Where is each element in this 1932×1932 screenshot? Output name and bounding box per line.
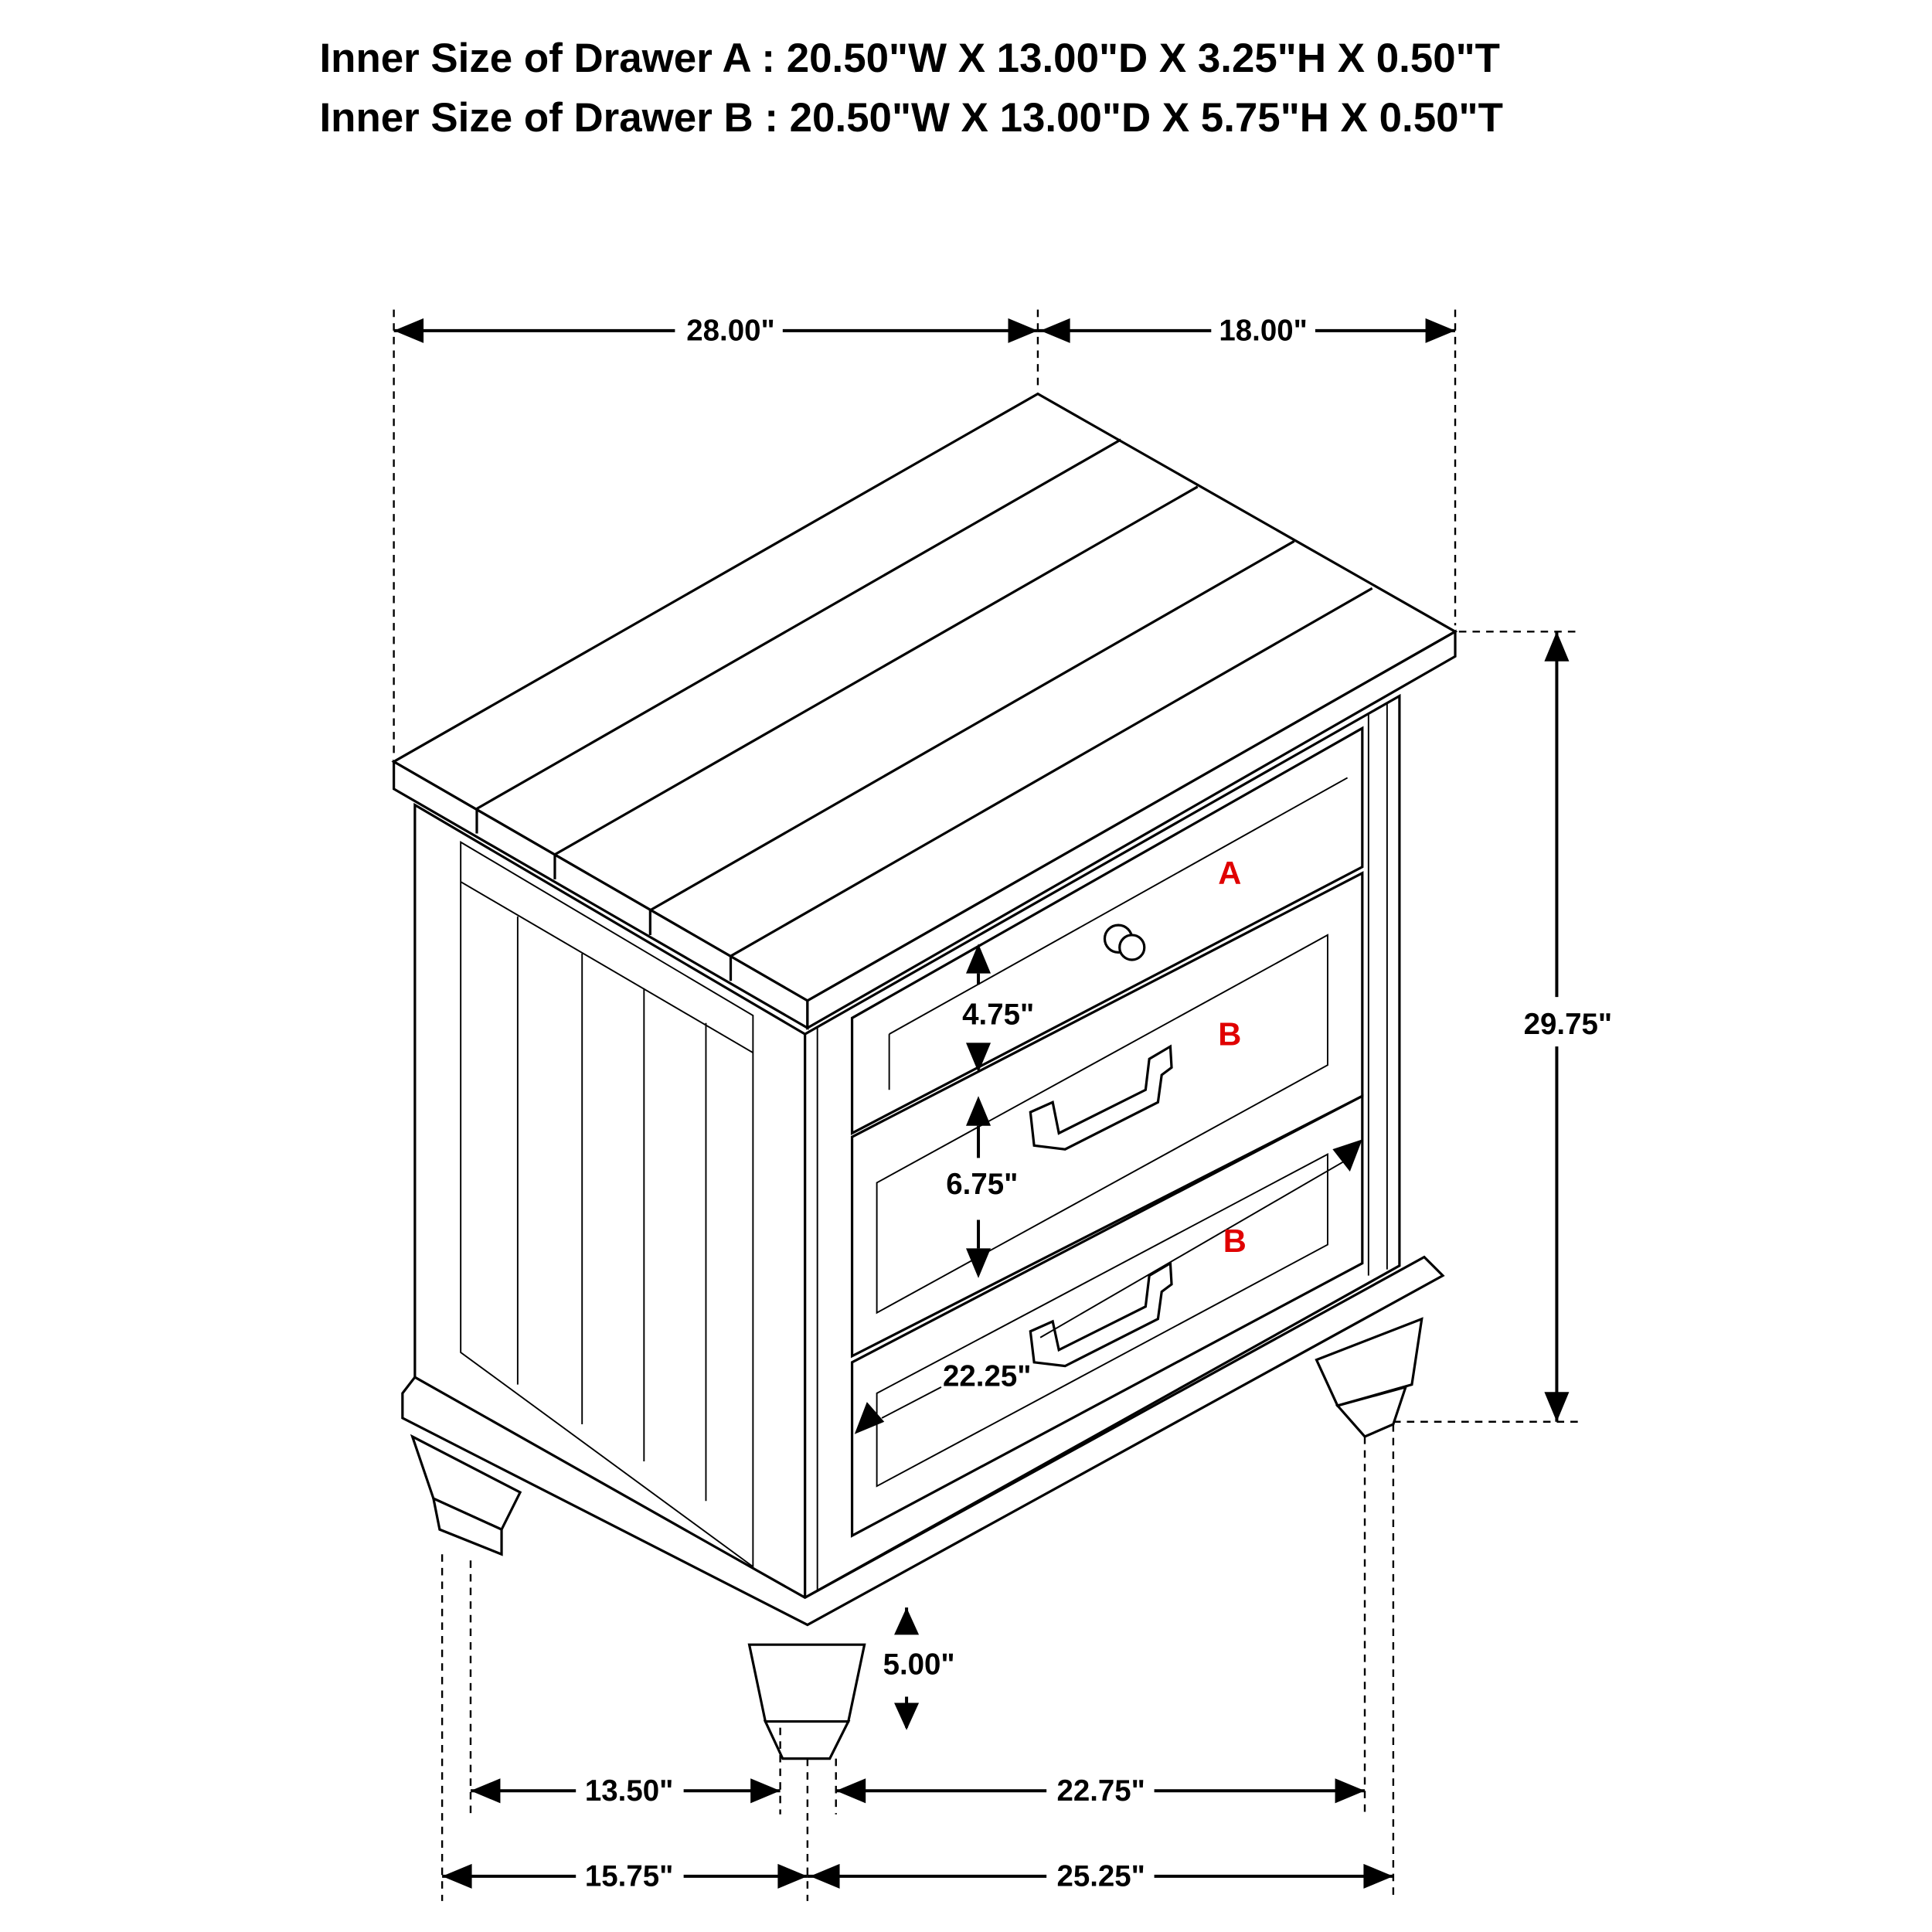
drawer-b-label-middle: B [1218, 1016, 1241, 1053]
inner-width-label: 22.75" [1056, 1774, 1145, 1808]
drawer-b-height-label: 6.75" [946, 1168, 1018, 1201]
extension-lines [393, 309, 1580, 1901]
nightstand-drawing [391, 392, 1458, 1760]
drawer-width-label: 22.25" [943, 1359, 1031, 1393]
dimension-lines [393, 318, 1570, 1889]
overall-width-label: 28.00" [686, 315, 774, 348]
base-depth-label: 15.75" [585, 1860, 673, 1893]
leg-height-label: 5.00" [883, 1648, 955, 1682]
drawer-a-height-label: 4.75" [962, 998, 1034, 1031]
drawer-a-size-text: Inner Size of Drawer A : 20.50"W X 13.00… [319, 36, 1500, 81]
overall-depth-label: 18.00" [1219, 315, 1307, 348]
inner-depth-label: 13.50" [585, 1774, 673, 1808]
base-width-label: 25.25" [1056, 1860, 1145, 1893]
drawer-b-size-text: Inner Size of Drawer B : 20.50"W X 13.00… [319, 95, 1502, 141]
drawer-a-label: A [1218, 855, 1241, 891]
overall-height-label: 29.75" [1524, 1008, 1612, 1041]
drawer-b-label-bottom: B [1223, 1223, 1247, 1259]
